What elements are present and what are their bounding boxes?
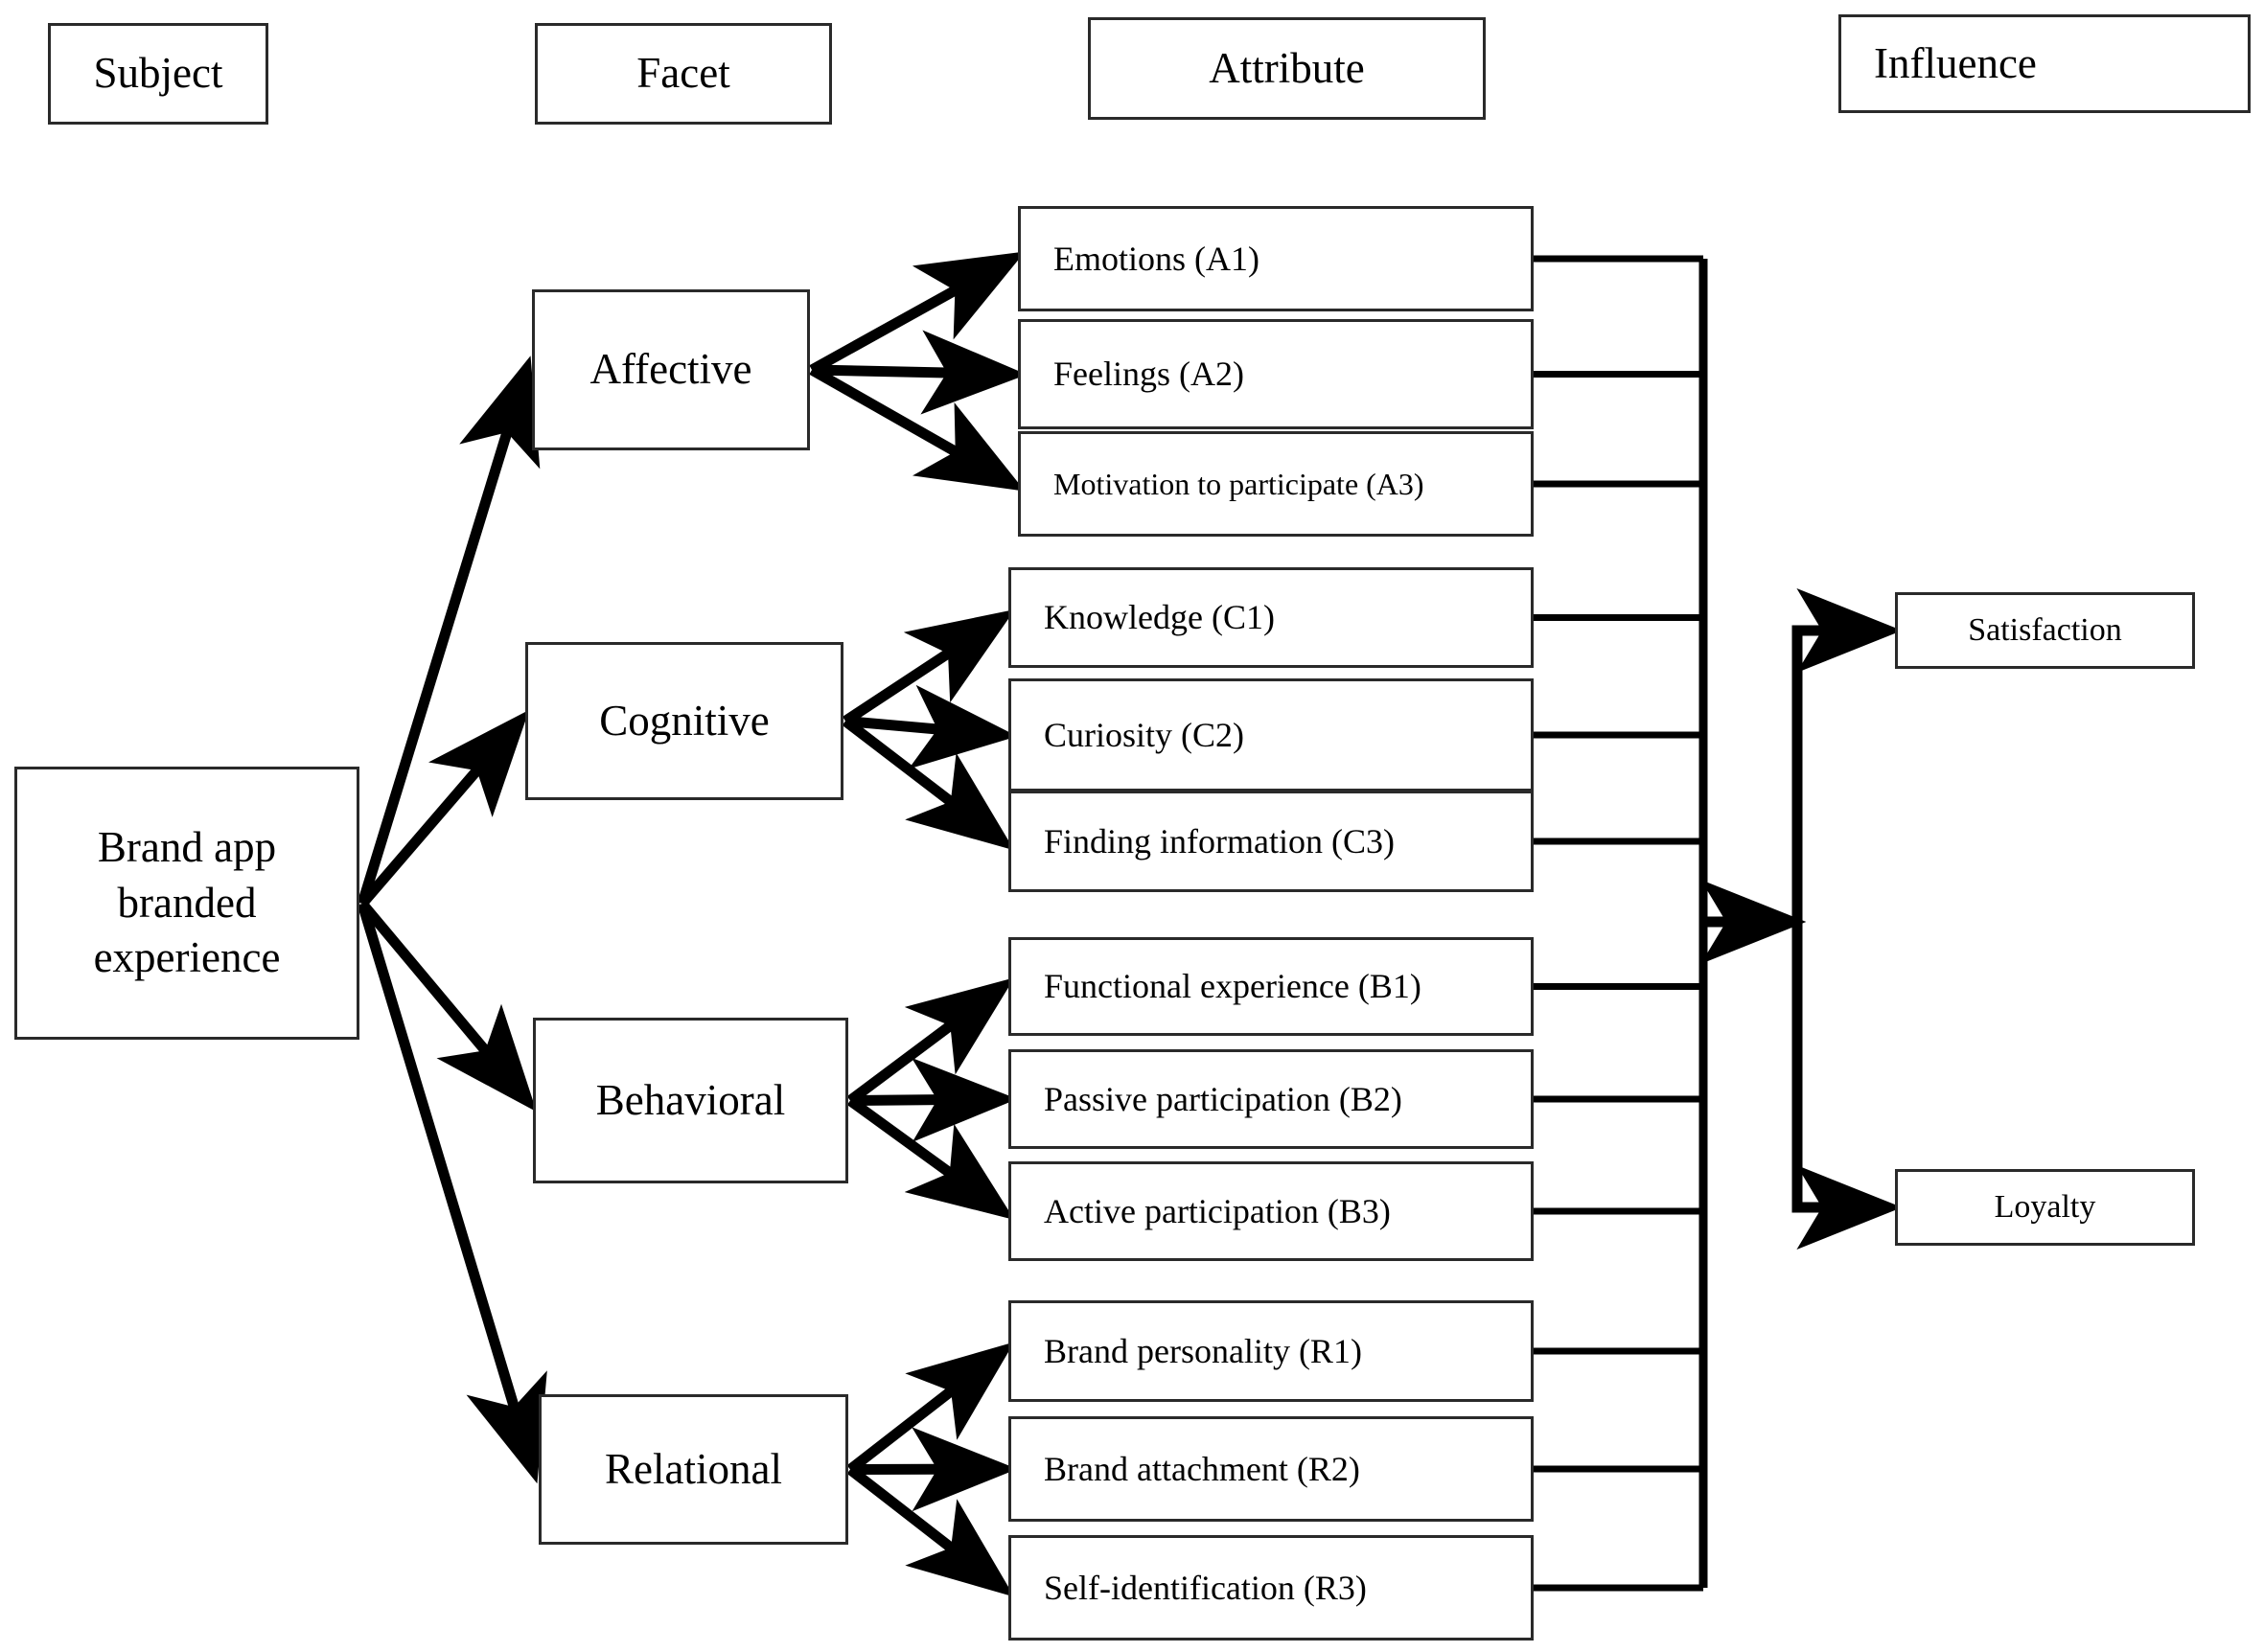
edge-cognitive-to-c2	[844, 684, 1018, 769]
attribute-node-b1[interactable]: Functional experience (B1)	[1008, 937, 1534, 1036]
attribute-node-c2-label: Curiosity (C2)	[1044, 715, 1245, 754]
column-header-attribute-label: Attribute	[1209, 43, 1365, 92]
attribute-node-r2[interactable]: Brand attachment (R2)	[1008, 1416, 1534, 1522]
edge-subject-to-behavioral	[358, 900, 537, 1113]
influence-node-loyalty[interactable]: Loyalty	[1895, 1169, 2195, 1246]
column-header-influence: Influence	[1838, 14, 2251, 113]
edge-cognitive-to-c1	[842, 609, 1015, 726]
facet-node-relational[interactable]: Relational	[539, 1394, 848, 1545]
column-header-attribute: Attribute	[1088, 17, 1486, 120]
attribute-node-c3[interactable]: Finding information (C3)	[1008, 791, 1534, 892]
attribute-node-b3[interactable]: Active participation (B3)	[1008, 1161, 1534, 1261]
facet-node-cognitive-label: Cognitive	[599, 696, 770, 745]
column-header-facet: Facet	[535, 23, 832, 125]
edge-behavioral-to-b2	[849, 1057, 1018, 1142]
edge-subject-to-cognitive	[358, 709, 530, 907]
attribute-node-c1-label: Knowledge (C1)	[1044, 598, 1275, 637]
attribute-node-r2-label: Brand attachment (R2)	[1044, 1449, 1360, 1488]
edge-behavioral-to-b3	[846, 1096, 1015, 1221]
column-header-influence-label: Influence	[1874, 38, 2037, 87]
attribute-node-a1-label: Emotions (A1)	[1053, 239, 1259, 278]
facet-node-relational-label: Relational	[605, 1444, 782, 1493]
attribute-node-b3-label: Active participation (B3)	[1044, 1191, 1391, 1230]
facet-node-cognitive[interactable]: Cognitive	[525, 642, 843, 800]
edge-subject-to-affective	[357, 356, 541, 906]
facet-node-affective[interactable]: Affective	[532, 289, 810, 450]
attribute-node-c2[interactable]: Curiosity (C2)	[1008, 678, 1534, 792]
attribute-node-b2[interactable]: Passive participation (B2)	[1008, 1049, 1534, 1149]
facet-node-behavioral[interactable]: Behavioral	[533, 1018, 848, 1183]
edge-split-to-satisfaction	[1791, 588, 1903, 922]
attribute-node-b2-label: Passive participation (B2)	[1044, 1079, 1402, 1118]
edge-relational-to-r2	[849, 1427, 1018, 1512]
attribute-node-a3-label: Motivation to participate (A3)	[1053, 466, 1424, 501]
subject-node[interactable]: Brand app branded experience	[14, 767, 359, 1040]
edge-affective-to-a3	[809, 365, 1026, 492]
influence-node-satisfaction-label: Satisfaction	[1968, 612, 2122, 649]
column-header-subject-label: Subject	[93, 49, 223, 98]
edge-relational-to-r3	[846, 1465, 1015, 1597]
edge-behavioral-to-b1	[846, 977, 1015, 1105]
attribute-node-c3-label: Finding information (C3)	[1044, 821, 1395, 860]
edge-split-to-loyalty	[1791, 922, 1903, 1250]
edge-relational-to-r1	[846, 1342, 1015, 1474]
edge-affective-to-a2	[811, 330, 1028, 415]
facet-node-affective-label: Affective	[589, 345, 752, 394]
attribute-node-a2-label: Feelings (A2)	[1053, 355, 1244, 394]
facet-node-behavioral-label: Behavioral	[595, 1075, 786, 1124]
attribute-node-b1-label: Functional experience (B1)	[1044, 967, 1421, 1006]
edge-subject-to-relational	[357, 902, 547, 1484]
attribute-node-c1[interactable]: Knowledge (C1)	[1008, 567, 1534, 668]
influence-node-loyalty-label: Loyalty	[1994, 1189, 2096, 1226]
attribute-node-a1[interactable]: Emotions (A1)	[1018, 206, 1534, 311]
column-header-facet-label: Facet	[636, 49, 730, 98]
attribute-node-r3-label: Self-identification (R3)	[1044, 1568, 1367, 1607]
influence-node-satisfaction[interactable]: Satisfaction	[1895, 592, 2195, 669]
subject-node-label: Brand app branded experience	[93, 823, 281, 982]
attribute-node-r1[interactable]: Brand personality (R1)	[1008, 1300, 1534, 1402]
attribute-node-r3[interactable]: Self-identification (R3)	[1008, 1535, 1534, 1641]
attribute-node-a2[interactable]: Feelings (A2)	[1018, 319, 1534, 429]
column-header-subject: Subject	[48, 23, 268, 125]
edge-cognitive-to-c3	[842, 717, 1015, 851]
attribute-node-a3[interactable]: Motivation to participate (A3)	[1018, 431, 1534, 537]
attribute-node-r1-label: Brand personality (R1)	[1044, 1331, 1362, 1370]
edge-affective-to-a1	[809, 251, 1026, 375]
